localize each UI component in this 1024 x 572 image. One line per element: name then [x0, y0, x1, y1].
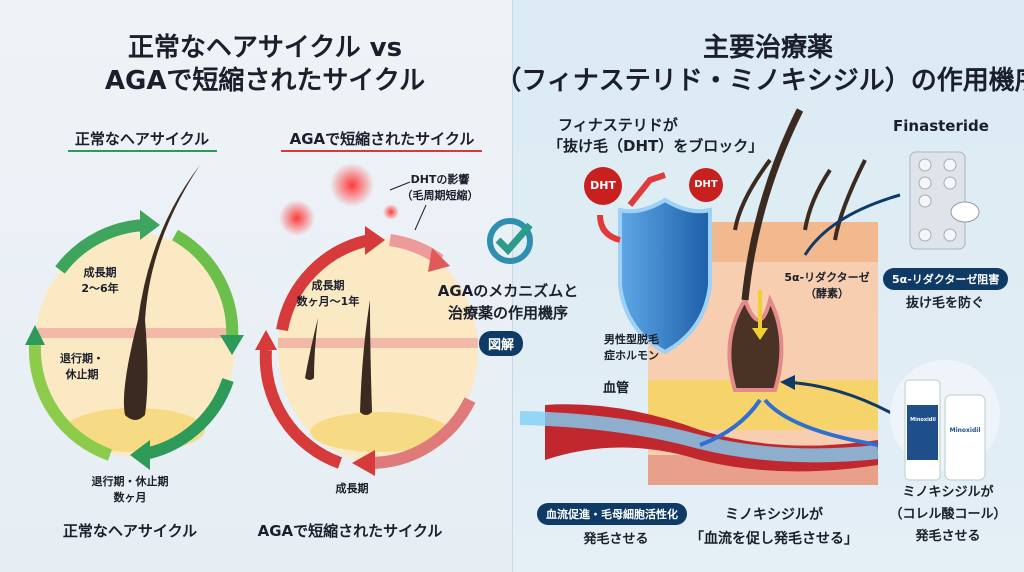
normal-heading: 正常なヘアサイクル: [74, 130, 210, 148]
pill-pack-icon: [909, 151, 980, 250]
vessel-label: 血管: [603, 381, 630, 396]
normal-regression-label: 退行期・休止期: [60, 352, 104, 381]
normal-cycle-diagram: [25, 165, 244, 470]
dht-particle-icon: [330, 163, 374, 207]
blood-vessel: [519, 398, 879, 472]
minoxidil-caption: ミノキシジルが「血流を促し発毛させる」: [690, 507, 858, 547]
bottle-label: Minoxidil: [910, 417, 936, 423]
aga-cycle-diagram: [255, 163, 478, 476]
dht-label: DHT: [694, 179, 718, 190]
right-title: 主要治療薬（フィナステリド・ミノキシジル）の作用機序: [495, 33, 1024, 96]
normal-rest-label: 退行期・休止期数ヶ月: [91, 475, 169, 504]
aga-underline: [281, 150, 482, 152]
finasteride-caption: フィナステリドが「抜け毛（DHT）をブロック」: [548, 116, 764, 155]
hormone-label: 男性型脱毛症ホルモン: [604, 333, 659, 362]
prevent-label: 抜け毛を防ぐ: [905, 296, 985, 311]
inhibit-badge: 5α-リダクターゼ阻害: [883, 268, 1009, 290]
grow-label: 発毛させる: [583, 532, 649, 547]
aga-growth-bottom-label: 成長期: [335, 482, 369, 495]
check-circle-icon: [487, 218, 533, 264]
dht-molecule-icon: [584, 167, 723, 243]
minoxidil-side-caption: ミノキシジルが（コレル酸コール）発毛させる: [889, 485, 1007, 544]
hair-icon: [741, 108, 804, 301]
minoxidil-bottles-icon: [890, 360, 1000, 481]
enzyme-label: 5α-リダクターゼ（酵素）: [784, 271, 870, 300]
diagram-badge: 図解: [478, 331, 524, 356]
aga-growth-label: 成長期数ヶ月〜1年: [296, 279, 360, 308]
normal-caption: 正常なヘアサイクル: [62, 522, 198, 540]
bottle-label: Minoxidil: [949, 427, 981, 434]
normal-underline: [68, 150, 217, 152]
shield-icon: [618, 197, 712, 355]
flow-badge: 血流促進・毛母細胞活性化: [537, 503, 687, 525]
dht-label: DHT: [590, 179, 616, 192]
center-title: AGAのメカニズムと治療薬の作用機序: [437, 282, 579, 322]
finasteride-label: Finasteride: [893, 117, 989, 135]
dht-effect-label: DHTの影響（毛周期短縮）: [401, 173, 479, 202]
aga-caption: AGAで短縮されたサイクル: [257, 522, 443, 540]
hair-icon: [123, 165, 200, 420]
aga-heading: AGAで短縮されたサイクル: [289, 130, 475, 148]
